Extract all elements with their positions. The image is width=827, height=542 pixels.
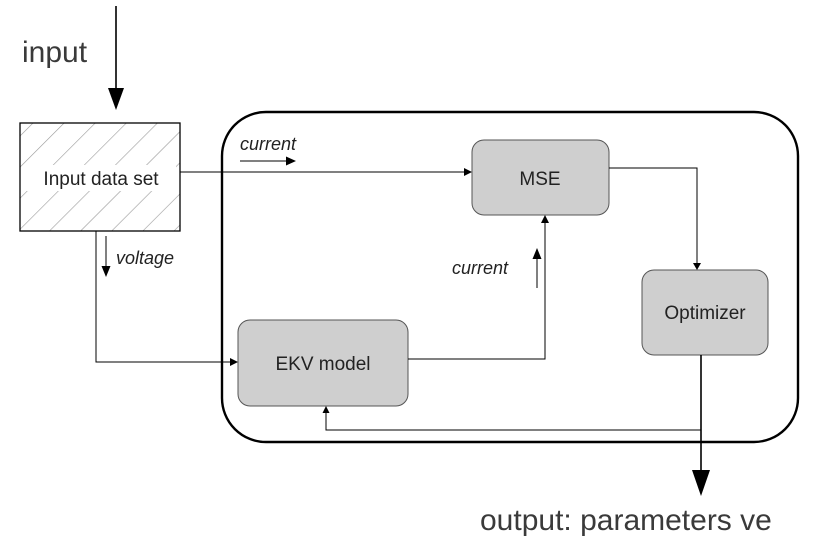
current-mid-label: current [452, 258, 509, 278]
current-mid-indicator [532, 248, 542, 288]
ekv-model-label: EKV model [275, 354, 370, 375]
current-top-indicator [240, 156, 296, 166]
input-data-set-block: Input data set [19, 122, 181, 232]
mse-label: MSE [519, 169, 560, 190]
voltage-label: voltage [116, 248, 174, 268]
ekv-model-block: EKV model [237, 319, 409, 407]
input-arrow [108, 6, 124, 110]
optimizer-block: Optimizer [641, 269, 769, 356]
edge-optimizer-to-output [692, 355, 710, 496]
edge-optimizer-feedback-to-ekv [322, 406, 701, 431]
input-data-set-label: Input data set [43, 169, 159, 190]
edge-mse-to-optimizer [609, 167, 701, 270]
output-label: output: parameters ve [480, 504, 772, 537]
edge-input-to-ekv [95, 231, 238, 366]
edge-input-to-mse [180, 168, 472, 176]
voltage-indicator [101, 236, 111, 277]
optimizer-label: Optimizer [664, 303, 746, 324]
current-top-label: current [240, 134, 297, 154]
system-frame [220, 110, 800, 444]
input-label: input [22, 36, 88, 69]
mse-block: MSE [471, 139, 610, 216]
edge-ekv-to-mse [408, 215, 549, 360]
